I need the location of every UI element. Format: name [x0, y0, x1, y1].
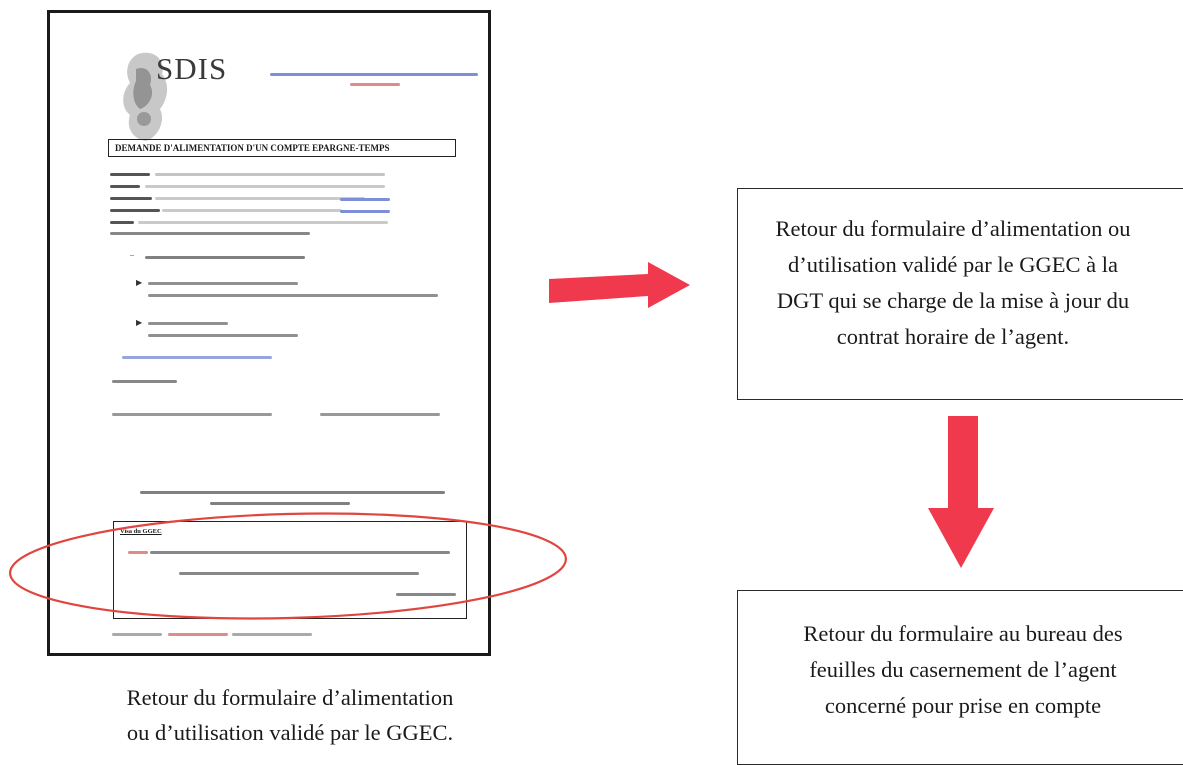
ggec-visa-label: Visa du GGEC	[120, 528, 162, 535]
map-emblem-icon	[123, 52, 168, 141]
dgt-update-line-4: contrat horaire de l’agent.	[836, 324, 1070, 349]
caserne-return-line-1: Retour du formulaire au bureau des	[803, 621, 1123, 646]
form-thumbnail: SDIS DEMANDE D'ALIMENTATION D'UN COMPTE …	[47, 10, 491, 656]
dgt-update-text: Retour du formulaire d’alimentation ou d…	[728, 211, 1178, 355]
caption-line-2: ou d’utilisation validé par le GGEC.	[126, 720, 454, 745]
caserne-return-line-2: feuilles du casernement de l’agent	[809, 657, 1117, 682]
sdis-logo: SDIS	[118, 49, 248, 149]
form-caption: Retour du formulaire d’alimentation ou d…	[40, 680, 540, 750]
ggec-visa-box: Visa du GGEC	[113, 521, 467, 619]
dgt-update-line-2: d’utilisation validé par le GGEC à la	[788, 252, 1118, 277]
right-arrow-icon	[549, 262, 690, 308]
caserne-return-box: Retour du formulaire au bureau des feuil…	[737, 590, 1183, 765]
dgt-update-box: Retour du formulaire d’alimentation ou d…	[737, 188, 1183, 400]
dgt-update-line-1: Retour du formulaire d’alimentation ou	[775, 216, 1131, 241]
caserne-return-text: Retour du formulaire au bureau des feuil…	[738, 616, 1183, 724]
down-arrow-icon	[928, 416, 994, 568]
caption-line-1: Retour du formulaire d’alimentation	[126, 685, 454, 710]
form-title: DEMANDE D'ALIMENTATION D'UN COMPTE EPARG…	[108, 139, 456, 157]
logo-text: SDIS	[156, 51, 228, 86]
caserne-return-line-3: concerné pour prise en compte	[824, 693, 1102, 718]
dgt-update-line-3: DGT qui se charge de la mise à jour du	[776, 288, 1130, 313]
